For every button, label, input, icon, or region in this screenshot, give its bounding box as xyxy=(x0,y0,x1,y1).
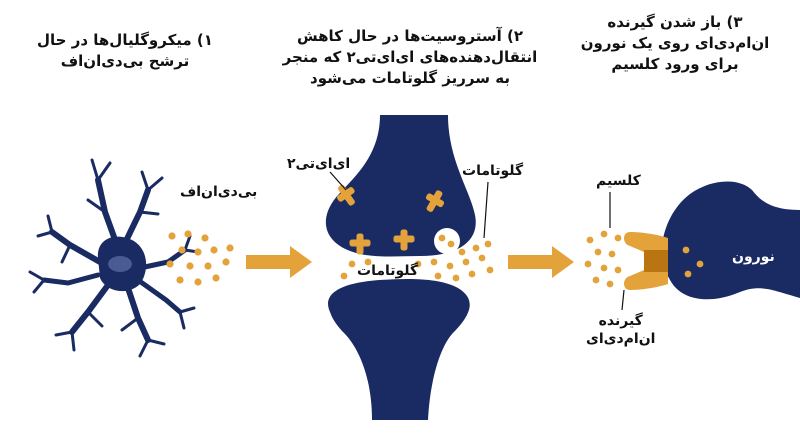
microglia-cell xyxy=(28,158,200,358)
bdnf-label: بی‌دی‌ان‌اف xyxy=(180,184,258,200)
step-2-line-1: ۲) آستروسیت‌ها در حال کاهش xyxy=(296,27,524,45)
step-3-line-3: برای ورود کلسیم xyxy=(611,55,739,73)
nmda-leader-line xyxy=(621,289,625,311)
glutamate-leader-line xyxy=(483,181,489,239)
step-3-title: ۳) باز شدن گیرنده ان‌ام‌دی‌ای روی یک نور… xyxy=(565,12,785,75)
step-2-line-3: به سرریز گلوتامات می‌شود xyxy=(310,69,510,87)
postsynaptic-terminal xyxy=(328,278,470,420)
eaat2-label: ای‌ای‌تی۲ xyxy=(287,156,351,172)
presynaptic-terminal xyxy=(325,115,476,257)
glutamate-label: گلوتامات xyxy=(462,163,524,179)
step-1-title: ۱) میکروگلیال‌ها در حال ترشح بی‌دی‌ان‌اف xyxy=(20,30,230,72)
bdnf-particles xyxy=(166,230,234,286)
eaat2-leader-line xyxy=(329,171,347,191)
nmda-receptor-label: گیرنده ان‌ام‌دی‌ای xyxy=(586,312,655,348)
step-1-line-1: ۱) میکروگلیال‌ها در حال xyxy=(37,31,213,49)
calcium-particles xyxy=(584,230,704,288)
neuron-body xyxy=(662,181,800,300)
nmda-receptor-icon xyxy=(624,232,668,290)
vesicle-glutamate xyxy=(438,234,455,248)
arrow-2-icon xyxy=(508,246,574,278)
step-2-title: ۲) آستروسیت‌ها در حال کاهش انتقال‌دهنده‌… xyxy=(275,26,545,89)
release-vesicle xyxy=(434,228,460,254)
step-1-line-2: ترشح بی‌دی‌ان‌اف xyxy=(60,52,190,70)
neuron-label: نورون xyxy=(732,249,775,265)
glutamate-cleft-label: گلوتامات xyxy=(357,263,419,279)
nmda-label-line-1: گیرنده xyxy=(598,313,643,329)
nmda-label-line-2: ان‌ام‌دی‌ای xyxy=(586,331,656,347)
step-3-line-1: ۳) باز شدن گیرنده xyxy=(607,13,743,31)
arrow-1-icon xyxy=(246,246,312,278)
step-2-line-2: انتقال‌دهنده‌های ای‌ای‌تی۲ که منجر xyxy=(282,48,538,66)
step-3-line-2: ان‌ام‌دی‌ای روی یک نورون xyxy=(580,34,770,52)
eaat2-transporter-icon xyxy=(337,184,445,255)
calcium-label: کلسیم xyxy=(596,173,641,189)
glutamate-particles xyxy=(340,240,494,282)
microglia-nucleus xyxy=(108,256,132,272)
